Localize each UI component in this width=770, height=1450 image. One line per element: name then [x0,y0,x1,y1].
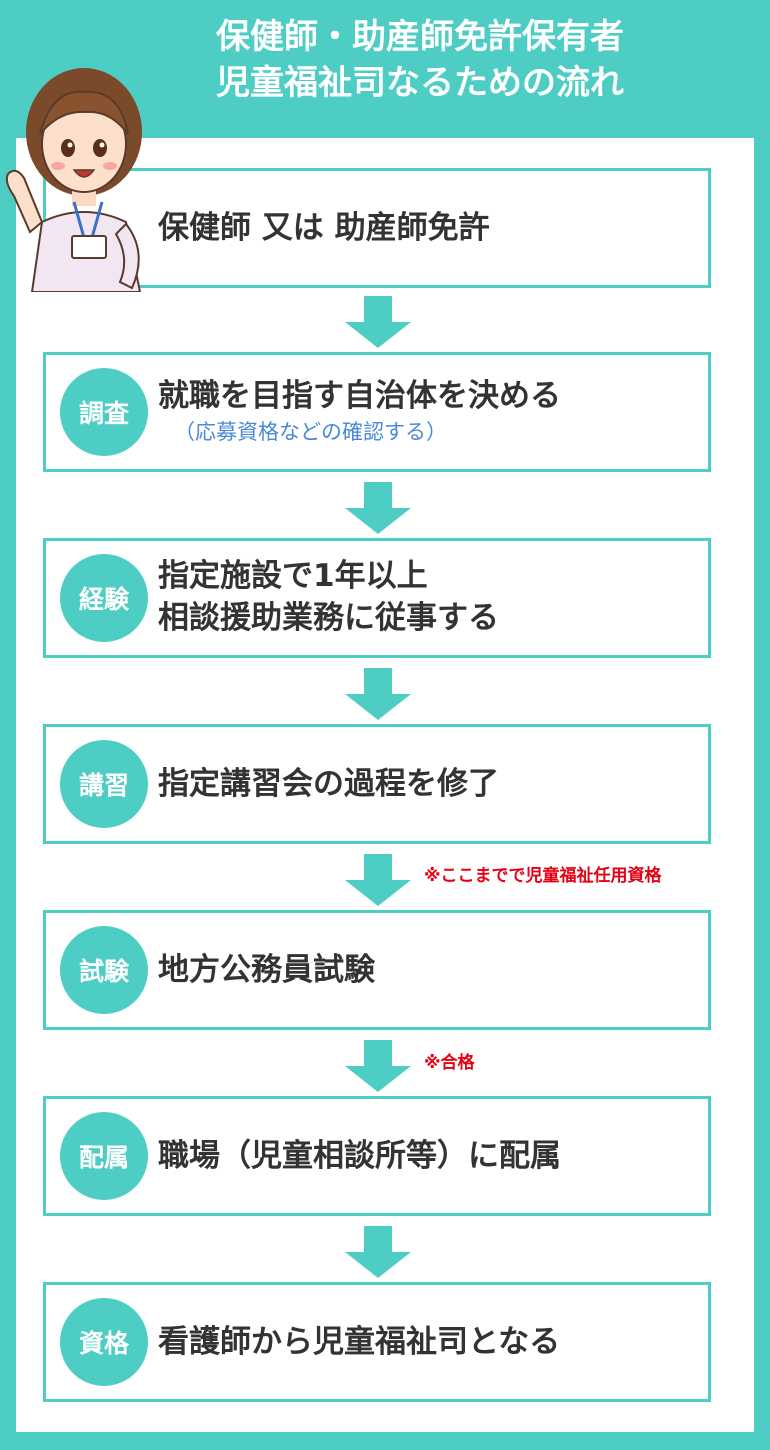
step-text: 地方公務員試験 [158,952,375,988]
step-text: 指定講習会の過程を修了 [158,766,499,802]
down-arrow-icon [345,1040,411,1092]
title-line-2: 児童福祉司なるための流れ [216,63,624,103]
step-badge: 資格 [60,1298,148,1386]
step-subtext: （応募資格などの確認する） [174,420,447,444]
title-line-1: 保健師・助産師免許保有者 [216,17,624,57]
step-experience: 経験 指定施設で1年以上 相談援助業務に従事する [43,538,711,658]
step-text: 職場（児童相談所等）に配属 [158,1138,561,1174]
step-training: 講習 指定講習会の過程を修了 [43,724,711,844]
down-arrow-icon [345,482,411,534]
down-arrow-icon [345,296,411,348]
step-exam: 試験 地方公務員試験 [43,910,711,1030]
down-arrow-icon [345,1226,411,1278]
note-pass: ※合格 [424,1053,475,1073]
step-text: 保健師 又は 助産師免許 [158,210,490,246]
page-title: 保健師・助産師免許保有者 児童福祉司なるための流れ [0,14,770,106]
step-badge: 調査 [60,368,148,456]
step-qualification: 資格 看護師から児童福祉司となる [43,1282,711,1402]
step-text-line-2: 相談援助業務に従事する [158,600,499,636]
down-arrow-icon [345,668,411,720]
nurse-illustration [5,68,142,292]
step-text: 看護師から児童福祉司となる [158,1324,561,1360]
step-text: 就職を目指す自治体を決める [158,378,561,414]
step-research: 調査 就職を目指す自治体を決める （応募資格などの確認する） [43,352,711,472]
step-badge: 経験 [60,554,148,642]
step-license: 保健師 又は 助産師免許 [43,168,711,288]
step-badge: 講習 [60,740,148,828]
down-arrow-icon [345,854,411,906]
step-text-line-1: 指定施設で1年以上 [158,558,428,594]
step-badge: 試験 [60,926,148,1014]
note-qualification: ※ここまでで児童福祉任用資格 [424,866,662,886]
step-assignment: 配属 職場（児童相談所等）に配属 [43,1096,711,1216]
step-badge: 配属 [60,1112,148,1200]
